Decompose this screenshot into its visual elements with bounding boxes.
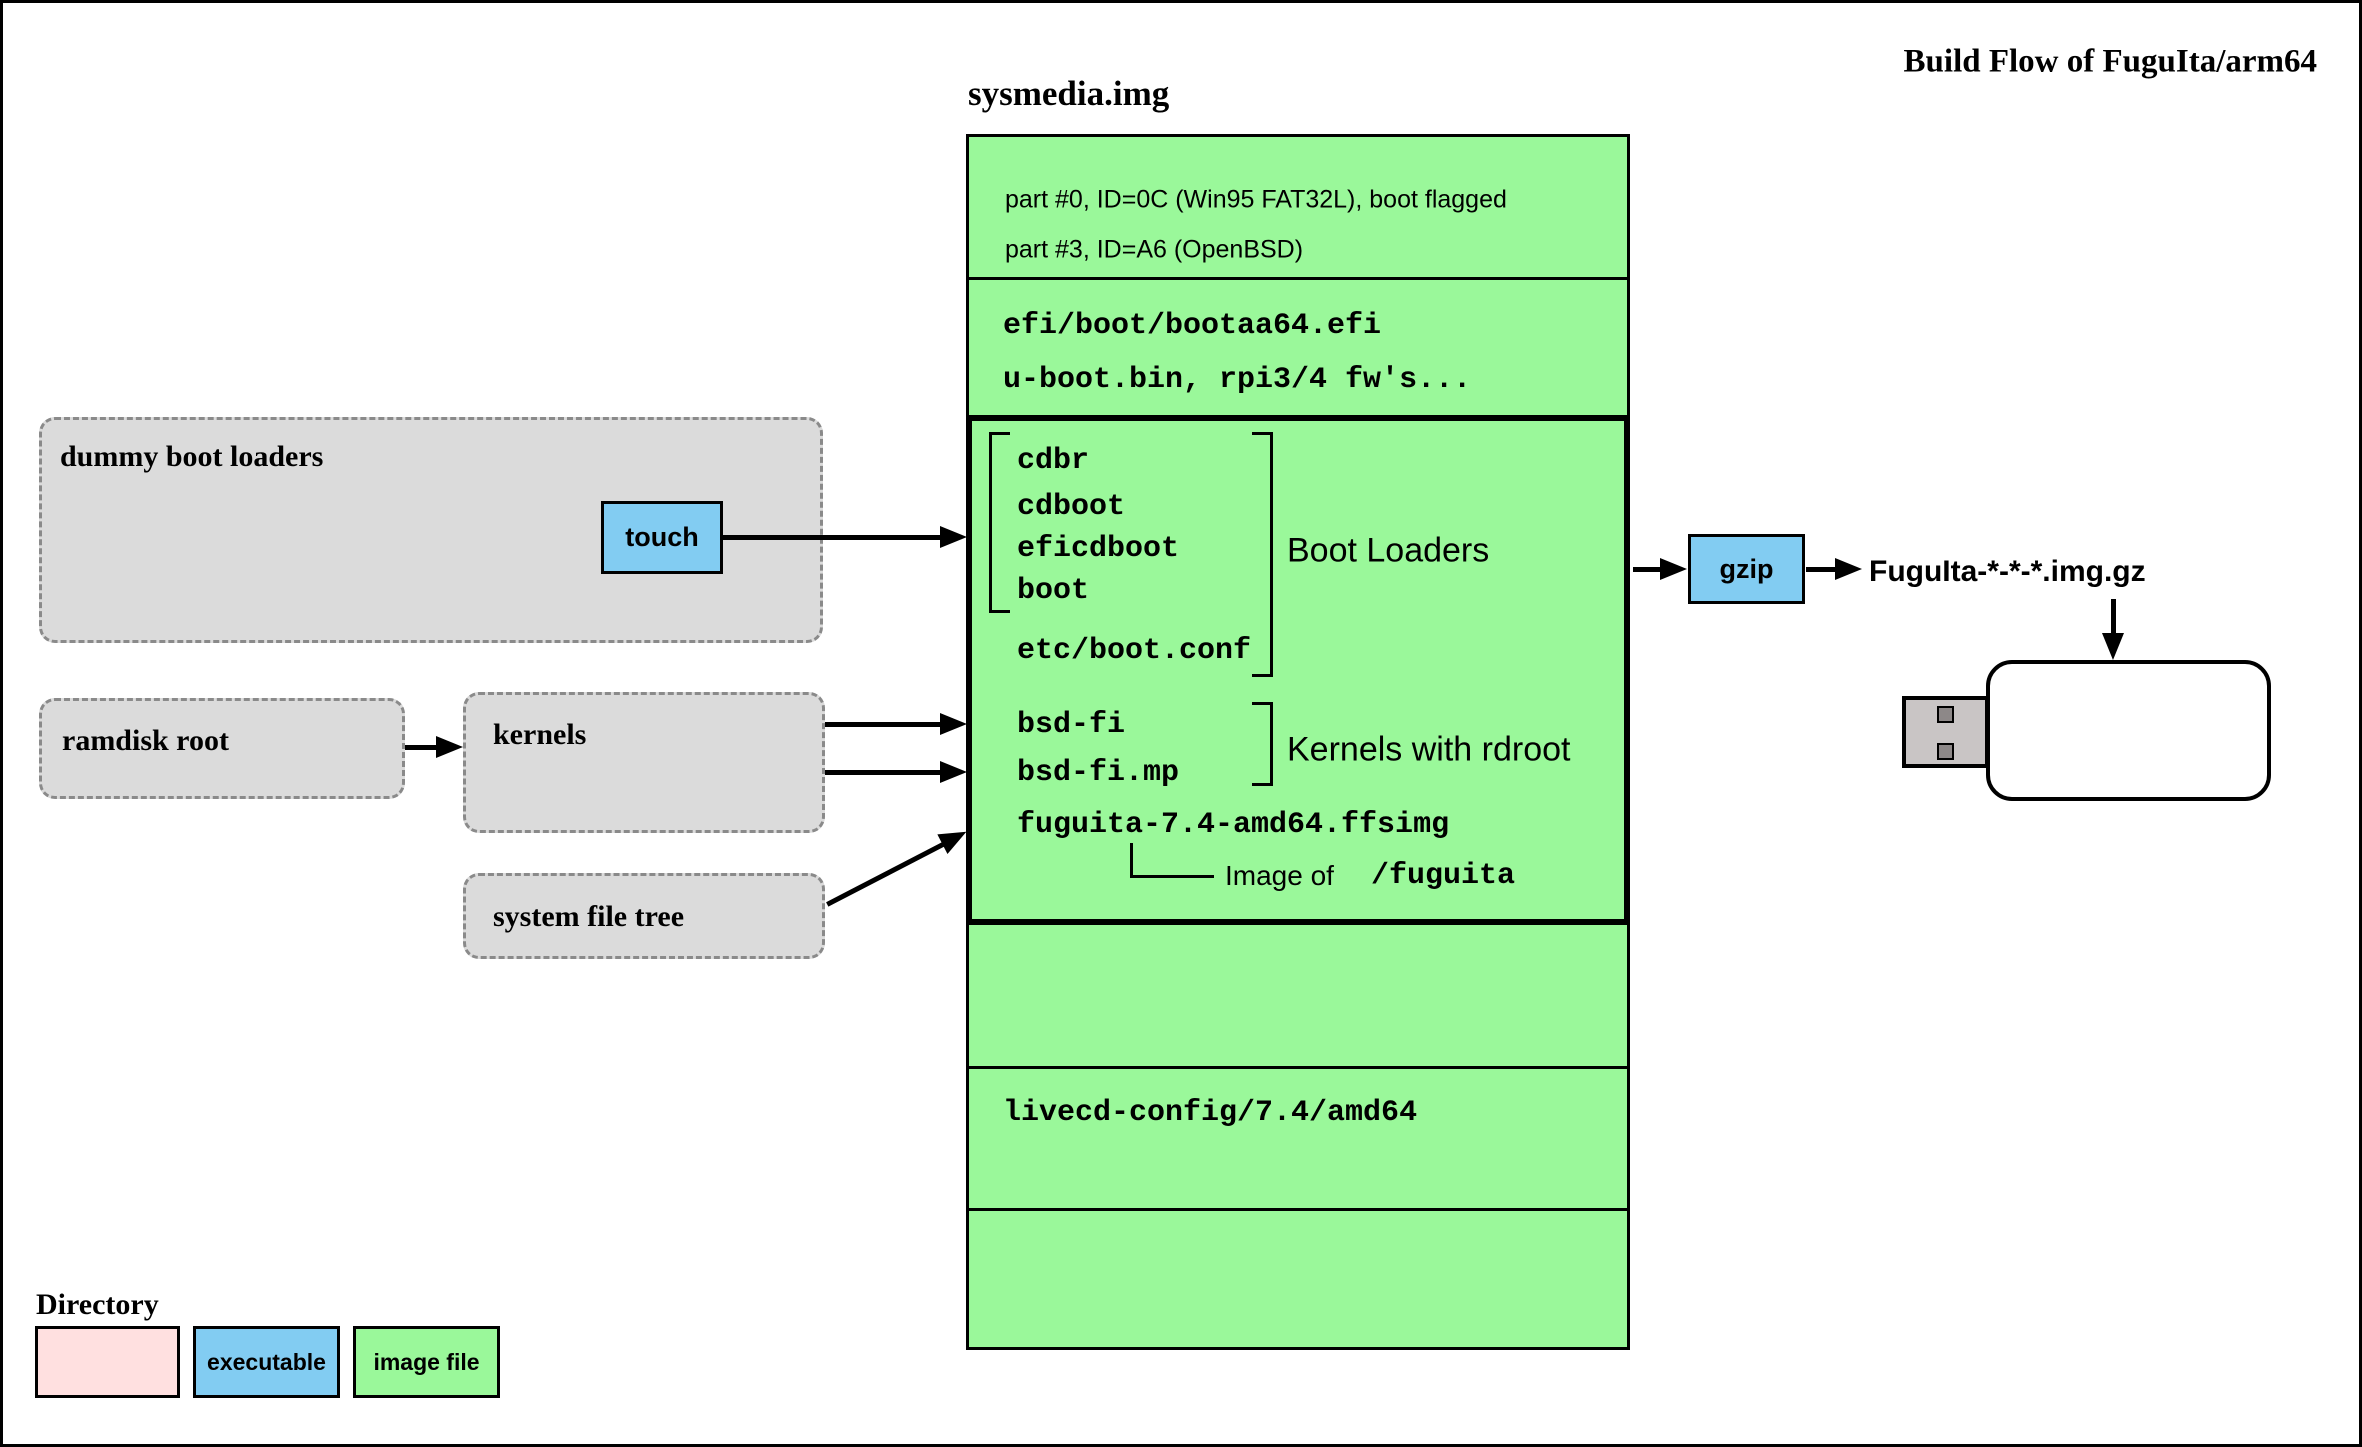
- bracket-bootloaders: [1270, 432, 1273, 677]
- elbow-line-vertical: [1130, 843, 1133, 878]
- kernels-to-disk-arrowhead-icon: [940, 713, 967, 735]
- touch-to-disk-arrow: [723, 535, 943, 540]
- legend-executable-label: executable: [207, 1348, 326, 1375]
- file-bsd-fi: bsd-fi: [1017, 708, 1126, 742]
- gzip-label: gzip: [1719, 553, 1774, 584]
- bracket-bootfiles-left-tick: [989, 432, 1010, 435]
- image-of-label: Image of: [1225, 860, 1334, 891]
- bracket-kernels: [1270, 702, 1273, 786]
- uboot-file: u-boot.bin, rpi3/4 fw's...: [1003, 363, 1472, 397]
- bracket-kernels-tick: [1252, 783, 1273, 786]
- usb-pin-icon: [1937, 706, 1954, 723]
- ramdisk-to-kernels-arrowhead-icon: [436, 736, 463, 758]
- bracket-kernels-tick: [1252, 702, 1273, 705]
- kernels-to-disk-arrow-1: [825, 722, 943, 727]
- touch-to-disk-arrowhead-icon: [940, 526, 967, 548]
- legend-image-file-swatch: image file: [353, 1326, 500, 1398]
- legend-executable-swatch: executable: [193, 1326, 340, 1398]
- partition-entry-0: part #0, ID=0C (Win95 FAT32L), boot flag…: [1005, 185, 1507, 214]
- system-file-tree-box: system file tree: [463, 873, 825, 959]
- bracket-bootloaders-tick: [1252, 674, 1273, 677]
- disk-to-gzip-arrowhead-icon: [1660, 558, 1687, 580]
- disk-to-gzip-arrow: [1633, 567, 1663, 572]
- artifact-to-usb-arrow: [2111, 599, 2116, 637]
- livecd-config-path: livecd-config/7.4/amd64: [1003, 1096, 1418, 1130]
- section-divider: [969, 1208, 1627, 1211]
- ramdisk-root-label: ramdisk root: [62, 724, 229, 757]
- bracket-bootfiles-left-tick: [989, 610, 1010, 613]
- ramdisk-to-kernels-arrow: [405, 745, 439, 750]
- section-divider: [969, 1066, 1627, 1069]
- kernels-to-disk-arrowhead-icon: [940, 761, 967, 783]
- partition-entry-1: part #3, ID=A6 (OpenBSD): [1005, 235, 1304, 264]
- file-cdboot: cdboot: [1017, 490, 1126, 524]
- bracket-bootloaders-tick: [1252, 432, 1273, 435]
- elbow-line-horizontal: [1130, 875, 1214, 878]
- kernels-with-rdroot-label: Kernels with rdroot: [1287, 730, 1571, 769]
- touch-box: touch: [601, 501, 723, 574]
- gzip-to-artifact-arrow: [1806, 567, 1838, 572]
- legend-directory-label: Directory: [36, 1288, 159, 1321]
- file-eficdboot: eficdboot: [1017, 532, 1180, 566]
- fuguita-path-label: /fuguita: [1371, 859, 1516, 893]
- usb-pin-icon: [1937, 743, 1954, 760]
- ramdisk-root-box: ramdisk root: [39, 698, 405, 799]
- usb-plug-icon: [1902, 696, 1989, 768]
- file-cdbr: cdbr: [1017, 444, 1090, 478]
- legend-directory-swatch: [35, 1326, 180, 1398]
- artifact-filename: FuguIta-*-*-*.img.gz: [1869, 555, 2146, 588]
- ffs-image-file: fuguita-7.4-amd64.ffsimg: [1017, 808, 1450, 842]
- file-boot: boot: [1017, 574, 1090, 608]
- gzip-box: gzip: [1688, 534, 1805, 604]
- sysmedia-img-label: sysmedia.img: [968, 74, 1170, 113]
- kernels-box: kernels: [463, 692, 825, 833]
- file-boot-conf: etc/boot.conf: [1017, 634, 1252, 668]
- legend-image-file-label: image file: [373, 1348, 480, 1375]
- section-divider: [969, 277, 1627, 280]
- usb-drive-icon: [1986, 660, 2271, 801]
- system-file-tree-label: system file tree: [493, 900, 685, 933]
- kernels-label: kernels: [493, 718, 587, 751]
- artifact-to-usb-arrowhead-icon: [2102, 633, 2124, 660]
- boot-loaders-label: Boot Loaders: [1287, 531, 1490, 570]
- dummy-boot-loaders-label: dummy boot loaders: [60, 440, 324, 473]
- gzip-to-artifact-arrowhead-icon: [1835, 558, 1862, 580]
- boot-payload-section: [966, 415, 1630, 925]
- kernels-to-disk-arrow-2: [825, 770, 943, 775]
- file-bsd-fi-mp: bsd-fi.mp: [1017, 756, 1180, 790]
- touch-label: touch: [625, 522, 699, 552]
- bracket-bootfiles-left: [989, 432, 992, 613]
- efi-bootloader-file: efi/boot/bootaa64.efi: [1003, 309, 1382, 343]
- page-title: Build Flow of FuguIta/arm64: [1903, 43, 2317, 80]
